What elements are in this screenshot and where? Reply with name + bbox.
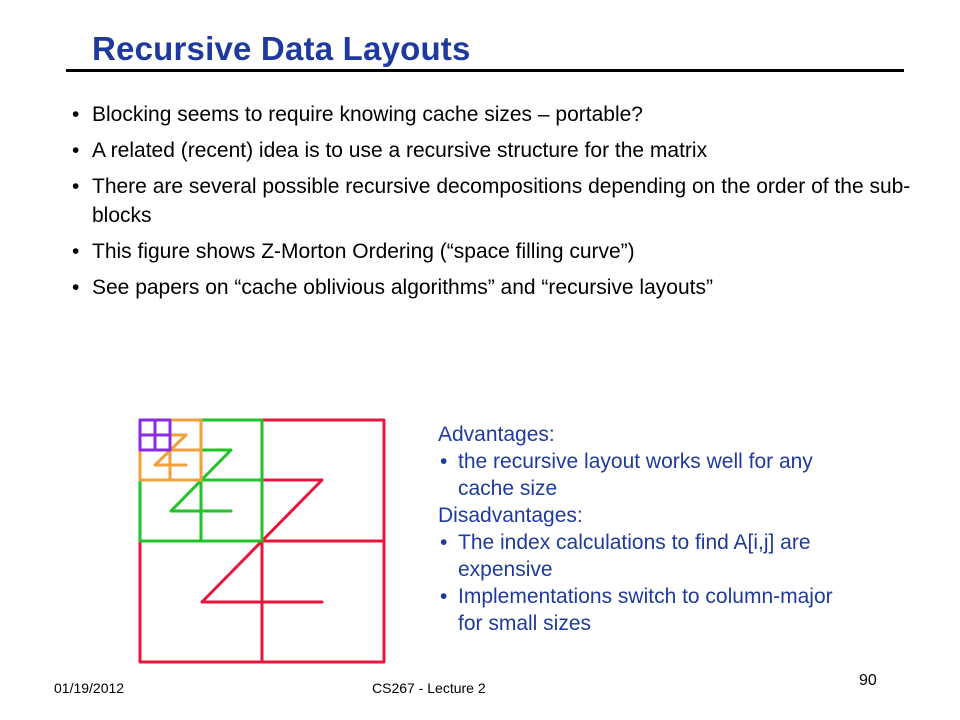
bullet-item: See papers on “cache oblivious algorithm…	[70, 273, 920, 302]
bullet-list: Blocking seems to require knowing cache …	[70, 100, 920, 309]
advantages-heading: Advantages:	[438, 423, 555, 446]
bullet-item: There are several possible recursive dec…	[70, 172, 920, 230]
bullet-item: A related (recent) idea is to use a recu…	[70, 136, 920, 165]
title-underline	[66, 69, 904, 72]
pros-cons-panel: Advantages: the recursive layout works w…	[438, 421, 858, 637]
footer-date: 01/19/2012	[54, 680, 125, 696]
disadvantages-list: The index calculations to find A[i,j] ar…	[438, 529, 858, 637]
bullet-item: This figure shows Z-Morton Ordering (“sp…	[70, 237, 920, 266]
disadvantage-item: Implementations switch to column-major f…	[438, 583, 858, 637]
level-4-grid	[138, 418, 172, 452]
footer-course: CS267 - Lecture 2	[372, 680, 486, 696]
advantages-list: the recursive layout works well for any …	[438, 448, 858, 502]
slide-title: Recursive Data Layouts	[92, 30, 471, 67]
disadvantages-heading: Disadvantages:	[438, 504, 583, 527]
disadvantage-item: The index calculations to find A[i,j] ar…	[438, 529, 858, 583]
advantage-item: the recursive layout works well for any …	[438, 448, 858, 502]
bullet-item: Blocking seems to require knowing cache …	[70, 100, 920, 129]
z-morton-figure	[138, 418, 386, 664]
page-number: 90	[859, 672, 877, 689]
